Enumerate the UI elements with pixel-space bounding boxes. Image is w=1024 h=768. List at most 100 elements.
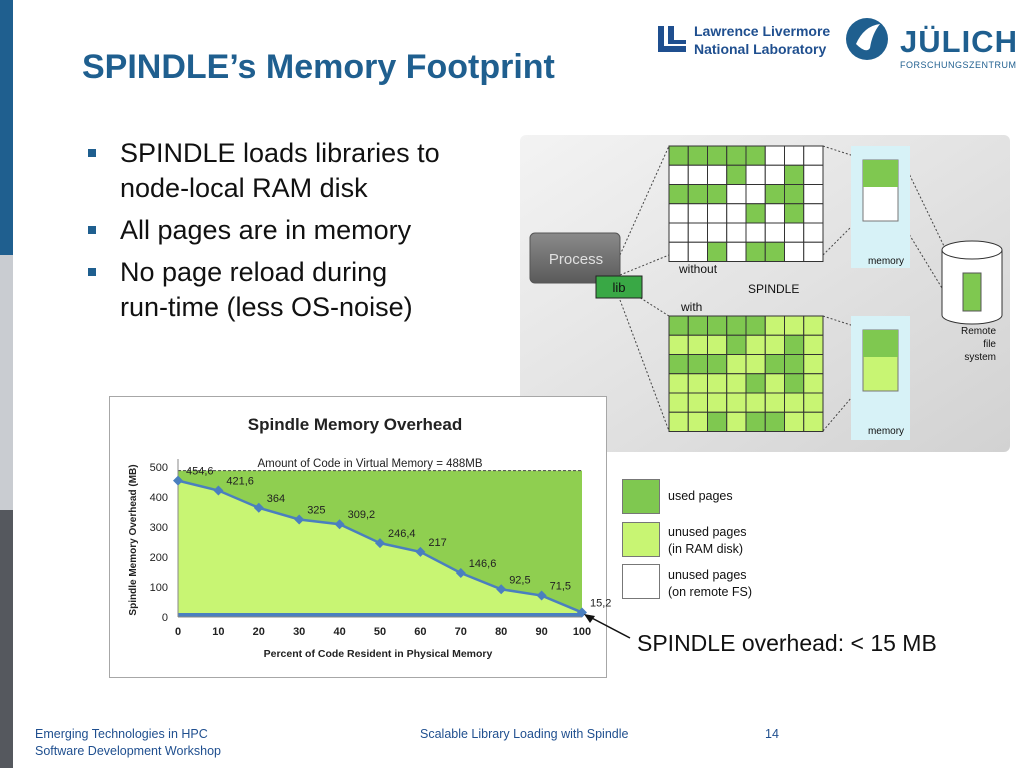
legend-line: unused pages: [668, 568, 747, 582]
data-point: [294, 514, 305, 525]
page-cell: [803, 164, 824, 185]
page-cell: [687, 222, 708, 243]
memory-overhead-chart: Spindle Memory Overhead Amount of Code i…: [109, 396, 611, 678]
baseline-band: [178, 613, 582, 617]
page-cell: [784, 354, 805, 375]
llnl-line-2: National Laboratory: [694, 41, 827, 57]
page-cell: [764, 145, 785, 166]
page-cell: [687, 164, 708, 185]
page-cell: [745, 145, 766, 166]
page-cell: [707, 184, 728, 205]
page-cell: [803, 392, 824, 413]
page-cell: [707, 164, 728, 185]
page-cell: [687, 241, 708, 262]
legend-label: used pages: [668, 488, 733, 505]
julich-logo: JÜLICH FORSCHUNGSZENTRUM: [842, 14, 1017, 74]
y-axis-label: Spindle Memory Overhead (MB): [128, 464, 139, 615]
page-cell: [745, 184, 766, 205]
page-cell: [707, 354, 728, 375]
page-cell: [764, 222, 785, 243]
page-cell: [668, 203, 689, 224]
process-label: Process: [549, 251, 603, 268]
page-cell: [745, 392, 766, 413]
bullet-text-line: node-local RAM disk: [120, 173, 368, 203]
llnl-text: Lawrence Livermore National Laboratory: [694, 22, 830, 58]
page-cell: [784, 184, 805, 205]
page-cell: [803, 315, 824, 336]
bullet-item: No page reload during run-time (less OS-…: [82, 255, 502, 325]
data-label: 325: [307, 505, 325, 517]
x-tick-label: 0: [175, 626, 181, 638]
lib-box: [595, 275, 643, 299]
x-tick-label: 50: [374, 626, 386, 638]
legend-swatch-unused-remote: [622, 564, 660, 599]
page-cell: [668, 241, 689, 262]
page-cell: [764, 203, 785, 224]
without-label: without: [678, 262, 718, 276]
page-cell: [803, 184, 824, 205]
x-tick-label: 30: [293, 626, 305, 638]
y-tick-label: 500: [150, 462, 168, 474]
page-cell: [784, 411, 805, 432]
page-cell: [687, 203, 708, 224]
page-cell: [687, 315, 708, 336]
data-label: 15,2: [590, 597, 611, 609]
page-cell: [764, 315, 785, 336]
data-label: 454,6: [186, 466, 214, 478]
data-label: 421,6: [226, 476, 254, 488]
page-cell: [745, 315, 766, 336]
page-cell: [687, 334, 708, 355]
page-cell: [726, 334, 747, 355]
data-point: [536, 590, 547, 601]
x-tick-label: 10: [212, 626, 224, 638]
page-cell: [803, 411, 824, 432]
page-cell: [764, 184, 785, 205]
x-tick-label: 70: [455, 626, 467, 638]
chart-title: Spindle Memory Overhead: [248, 415, 462, 434]
bullet-square-icon: [88, 226, 96, 234]
page-cell: [784, 222, 805, 243]
page-cell: [687, 411, 708, 432]
data-label: 92,5: [509, 574, 530, 586]
page-cell: [726, 145, 747, 166]
legend-line: (in RAM disk): [668, 542, 744, 556]
page-cell: [745, 241, 766, 262]
data-label: 217: [428, 537, 446, 549]
memory-label-bottom: memory: [868, 426, 904, 437]
page-cell: [745, 164, 766, 185]
slide-title: SPINDLE’s Memory Footprint: [82, 48, 555, 86]
page-cell: [726, 203, 747, 224]
page-cell: [668, 373, 689, 394]
page-cell: [687, 184, 708, 205]
y-tick-label: 400: [150, 492, 168, 504]
bullet-item: SPINDLE loads libraries to node-local RA…: [82, 136, 502, 206]
data-point: [496, 584, 507, 595]
bullet-square-icon: [88, 149, 96, 157]
footer-left-line: Software Development Workshop: [35, 744, 221, 758]
page-cell: [784, 164, 805, 185]
page-cell: [707, 392, 728, 413]
data-point: [253, 502, 264, 513]
page-cell: [726, 411, 747, 432]
page-cell: [764, 373, 785, 394]
overhead-arrow-icon: [584, 614, 631, 639]
bullet-text-line: SPINDLE loads libraries to: [120, 138, 440, 168]
page-cell: [668, 184, 689, 205]
page-number: 14: [765, 727, 779, 741]
y-tick-label: 100: [150, 582, 168, 594]
page-cell: [784, 373, 805, 394]
bullet-text-line: All pages are in memory: [120, 215, 412, 245]
page-cell: [668, 145, 689, 166]
page-cell: [803, 145, 824, 166]
data-point: [375, 538, 385, 549]
page-cell: [784, 334, 805, 355]
llnl-line-1: Lawrence Livermore: [694, 23, 831, 39]
remote-label-line: system: [964, 352, 996, 363]
page-cell: [726, 241, 747, 262]
page-cell: [668, 411, 689, 432]
page-cell: [784, 392, 805, 413]
page-cell: [668, 392, 689, 413]
page-cell: [803, 373, 824, 394]
footer-left: Emerging Technologies in HPC Software De…: [35, 726, 221, 760]
page-cell: [707, 222, 728, 243]
